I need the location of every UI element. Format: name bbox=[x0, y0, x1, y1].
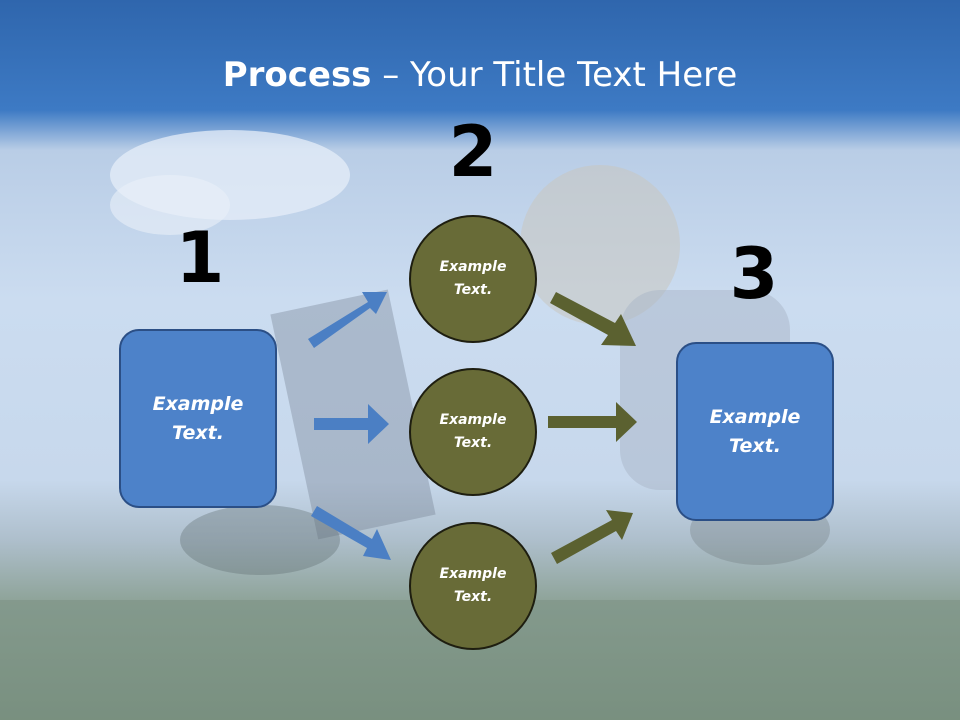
title-rest: – Your Title Text Here bbox=[371, 55, 738, 95]
circle-middle-line1: Example bbox=[439, 412, 507, 428]
step-number-1: 1 bbox=[175, 217, 225, 299]
blue-arrows bbox=[308, 292, 391, 560]
arrow-top-to-right bbox=[550, 292, 636, 346]
end-box-line1: Example bbox=[709, 405, 801, 428]
arrow-left-to-top bbox=[308, 292, 387, 348]
slide-title: Process – Your Title Text Here bbox=[0, 52, 960, 98]
start-box-line1: Example bbox=[152, 392, 244, 415]
end-box-line2: Text. bbox=[729, 434, 781, 457]
arrow-middle-to-right bbox=[548, 402, 637, 442]
circle-top-line1: Example bbox=[439, 259, 507, 275]
step-number-2: 2 bbox=[448, 111, 498, 193]
circle-bottom-line1: Example bbox=[439, 566, 507, 582]
start-box-line2: Text. bbox=[172, 421, 224, 444]
olive-arrows bbox=[548, 292, 637, 564]
circle-bottom-line2: Text. bbox=[453, 589, 493, 605]
circle-top-line2: Text. bbox=[453, 282, 493, 298]
circle-middle-line2: Text. bbox=[453, 435, 493, 451]
step-number-3: 3 bbox=[729, 233, 779, 315]
title-bold: Process bbox=[222, 55, 372, 95]
arrow-left-to-middle bbox=[314, 404, 389, 444]
arrow-bottom-to-right bbox=[551, 510, 633, 564]
arrow-left-to-bottom bbox=[311, 506, 391, 560]
